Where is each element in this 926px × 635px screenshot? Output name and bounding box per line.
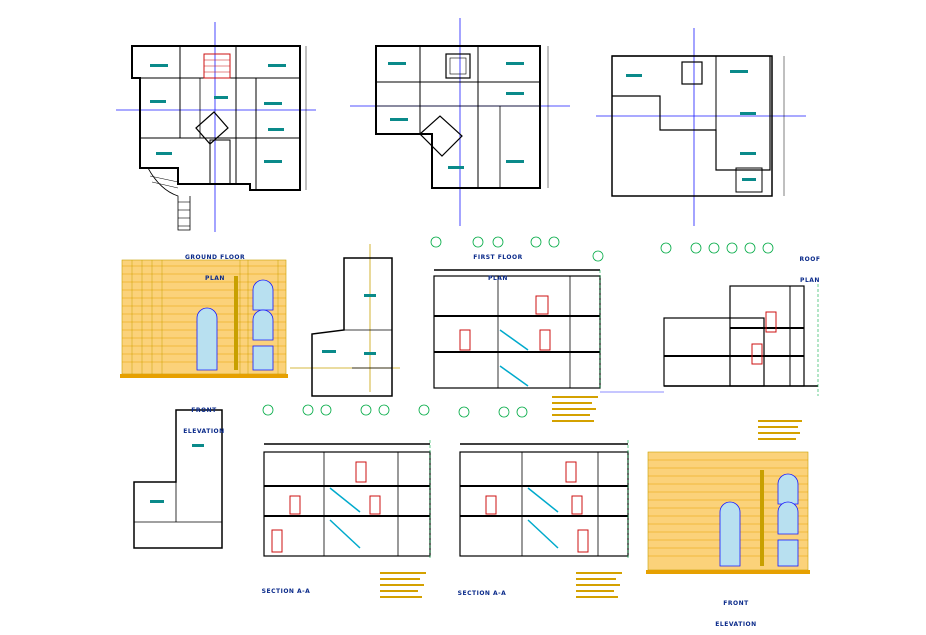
front-elevation-left: [120, 259, 288, 378]
ground-floor-plan: [116, 22, 316, 232]
caption-line1: FIRST FLOOR: [473, 254, 523, 261]
caption-line2: ELEVATION: [715, 621, 757, 628]
roof-plan: [596, 28, 806, 226]
caption-line1: GROUND FLOOR: [185, 254, 246, 261]
caption-front-elevation-left: FRONT ELEVATION: [174, 393, 234, 442]
caption-first-floor-plan: FIRST FLOOR PLAN: [468, 240, 528, 289]
caption-line1: SECTION A-A: [457, 590, 507, 597]
caption-line2: PLAN: [488, 275, 508, 282]
caption-line1: ROOF: [799, 256, 821, 263]
section-upper-middle: [433, 269, 601, 422]
caption-line2: PLAN: [800, 277, 820, 284]
caption-ground-floor-plan: GROUND FLOOR PLAN: [185, 240, 245, 289]
caption-section-aa-left: SECTION A-A: [256, 574, 316, 602]
caption-line1: SECTION A-A: [261, 588, 311, 595]
section-upper-right: [600, 284, 819, 440]
stair-plan-upper: [290, 244, 400, 397]
stair-plan-lower: [133, 409, 223, 549]
caption-line2: PLAN: [205, 275, 225, 282]
first-floor-plan: [350, 18, 570, 226]
section-aa-left: [263, 440, 431, 598]
front-elevation-right: [646, 451, 810, 574]
caption-line1: FRONT: [191, 407, 217, 414]
caption-front-elevation-right: FRONT ELEVATION: [706, 586, 766, 635]
cad-drawing-sheet: [116, 18, 819, 598]
caption-section-aa-right: SECTION A-A: [452, 576, 512, 604]
caption-roof-plan: ROOF PLAN: [790, 242, 830, 291]
caption-line2: ELEVATION: [183, 428, 225, 435]
section-aa-right: [459, 440, 629, 598]
grid-bubbles: [262, 236, 774, 418]
caption-line1: FRONT: [723, 600, 749, 607]
